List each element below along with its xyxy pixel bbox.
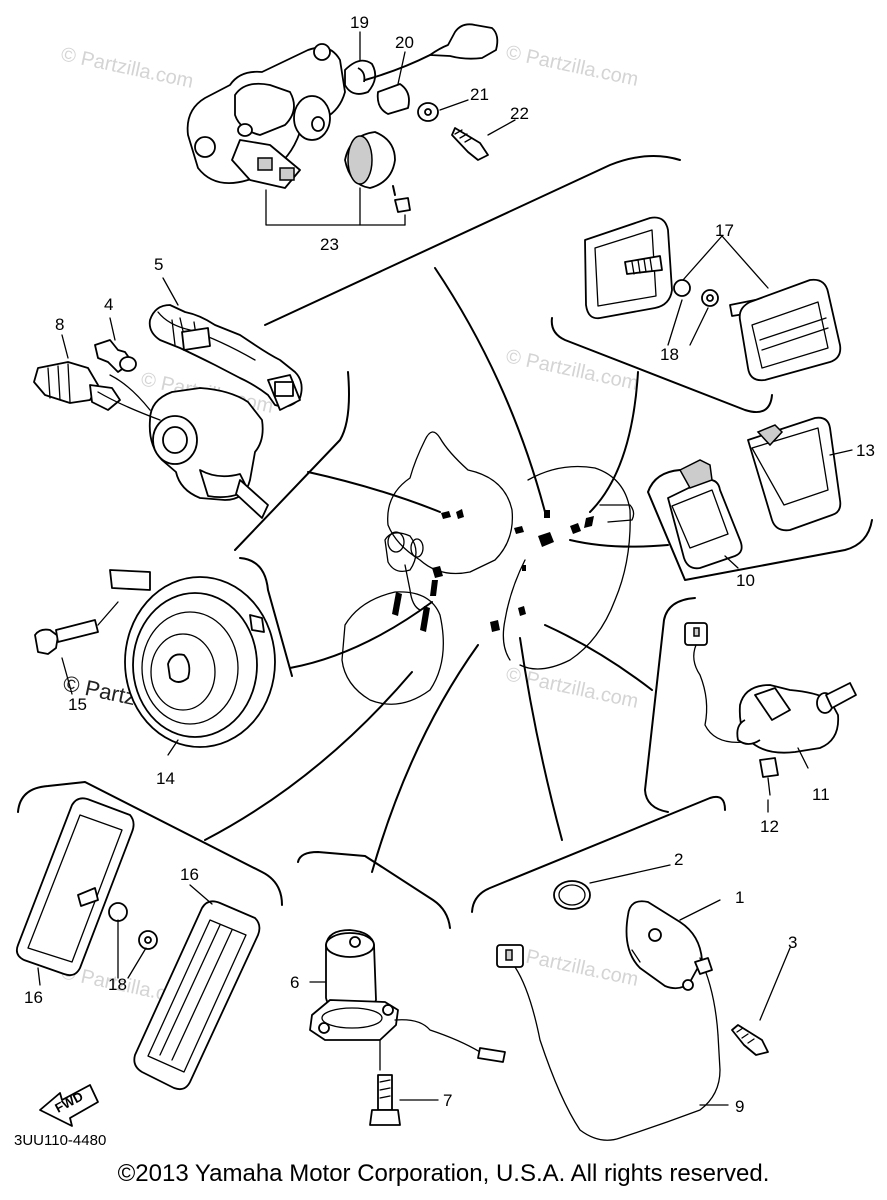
callout-16-left: 16: [24, 988, 43, 1007]
motorcycle-outline: [341, 431, 635, 705]
copyright-notice: ©2013 Yamaha Motor Corporation, U.S.A. A…: [117, 1160, 770, 1187]
watermark: © Partzilla.com: [504, 941, 640, 991]
callout-5: 5: [154, 255, 163, 274]
callout-4: 4: [104, 295, 113, 314]
callout-7: 7: [443, 1091, 452, 1110]
location-markers: [392, 509, 594, 632]
watermark: © Partzilla.com: [504, 41, 640, 91]
callout-1: 1: [735, 888, 744, 907]
side-reflectors: [15, 797, 261, 1091]
group-frames: [17, 155, 873, 929]
diagram-code: 3UU110-4480: [14, 1132, 107, 1149]
front-reflector: [584, 216, 842, 382]
callout-11: 11: [812, 785, 830, 804]
starter-relay: [309, 929, 506, 1126]
callout-21: 21: [470, 85, 489, 104]
callout-15: 15: [68, 695, 87, 714]
callout-6: 6: [290, 973, 299, 992]
speed-sensor-assembly: [186, 23, 516, 226]
callout-19: 19: [350, 13, 369, 32]
forward-arrow: FWD: [39, 1084, 99, 1127]
callout-18-top: 18: [660, 345, 679, 364]
exploded-parts-diagram: © Partzilla.com © Partzilla.com © Partzi…: [15, 13, 875, 1141]
callout-13: 13: [856, 441, 875, 460]
neutral-switch-assembly: [496, 864, 791, 1141]
watermarks: © Partzilla.com © Partzilla.com © Partzi…: [59, 41, 640, 1011]
callout-2: 2: [674, 850, 683, 869]
callout-16-right: 16: [180, 865, 199, 884]
callout-10: 10: [736, 571, 755, 590]
callout-9: 9: [735, 1097, 744, 1116]
fuel-pump-solenoid: [684, 622, 857, 813]
callout-8: 8: [55, 315, 64, 334]
callout-22: 22: [510, 104, 529, 123]
watermark: © Partzilla.com: [504, 345, 640, 395]
callout-20: 20: [395, 33, 414, 52]
callout-23: 23: [320, 235, 339, 254]
horn-assembly: [34, 569, 276, 756]
relay-units: [667, 416, 853, 570]
callout-18-bottom: 18: [108, 975, 127, 994]
callout-17: 17: [715, 221, 734, 240]
routing-lines: [204, 267, 669, 873]
sender-unit-assembly: [33, 277, 303, 519]
callout-14: 14: [156, 769, 175, 788]
watermark: © Partzilla.com: [59, 43, 195, 93]
callout-12: 12: [760, 817, 779, 836]
callout-3: 3: [788, 933, 797, 952]
callout-numbers: 1 2 3 4 5 6 7 8 9 10 11 12 13 14 15 16 1…: [24, 13, 875, 1116]
